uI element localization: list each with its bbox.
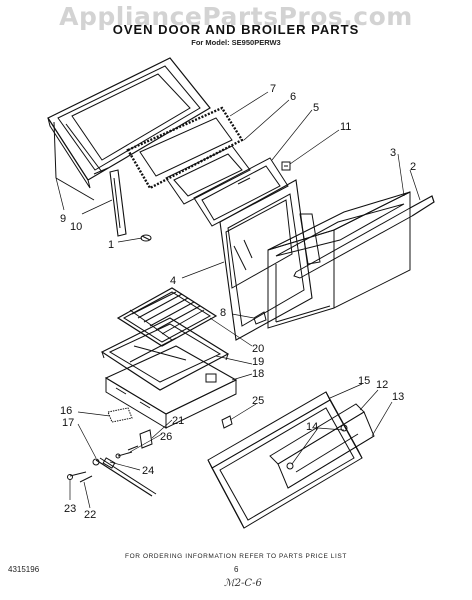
callout-7: 7 [270,83,276,95]
drawer-slide-21 [127,429,153,451]
callout-19: 19 [252,356,264,368]
hinge-bracket [109,169,127,237]
callout-12: 12 [376,379,388,391]
model-line: For Model: SE950PERW3 [191,38,281,47]
ordering-note: FOR ORDERING INFORMATION REFER TO PARTS … [125,553,347,560]
callout-20: 20 [252,343,264,355]
door-outer-panel [47,57,211,201]
drawer-rod-assembly [67,457,157,497]
drawer-rail-16 [107,407,133,423]
broiler-drawer [104,345,238,429]
handwritten-note: ℳ2-C-6 [224,578,262,589]
callout-17: 17 [62,417,74,429]
document-number: 4315196 [8,565,40,574]
callout-10: 10 [70,221,82,233]
callout-18: 18 [252,368,264,380]
callout-labels: 7 6 5 11 3 2 4 8 20 19 18 25 15 12 13 14… [60,83,416,521]
liner-clip [253,311,267,325]
page-number: 6 [234,565,239,574]
callout-16: 16 [60,405,72,417]
callout-6: 6 [290,91,296,103]
callout-21: 21 [172,415,184,427]
callout-11: 11 [340,121,351,133]
callout-14: 14 [306,421,318,433]
callout-13: 13 [392,391,404,403]
door-liner [219,179,313,341]
door-inner-box [267,191,411,329]
watermark: AppliancePartsPros.com [59,2,413,31]
callout-3: 3 [390,147,396,159]
callout-8: 8 [220,307,226,319]
callout-26: 26 [160,431,172,443]
callout-1: 1 [108,239,114,251]
callout-5: 5 [313,102,319,114]
clip-25 [221,415,233,429]
door-gasket [126,106,244,190]
door-clip [281,161,291,171]
callout-9: 9 [60,213,66,225]
callout-23: 23 [64,503,76,515]
callout-2: 2 [410,161,416,173]
leader-lines [55,91,421,509]
broiler-pan [100,317,230,391]
callout-15: 15 [358,375,370,387]
oven-glass-panel [193,157,289,227]
drawer-rear-panel [269,403,375,489]
inner-glass-frame [165,145,251,205]
callout-22: 22 [84,509,96,521]
screw-26 [115,451,133,459]
callout-4: 4 [170,275,176,287]
callout-25: 25 [252,395,264,407]
screw [140,234,152,242]
door-handle [293,195,435,279]
diagram-title: OVEN DOOR AND BROILER PARTS [112,22,360,37]
drawer-front [207,391,363,529]
callout-24: 24 [142,465,154,477]
